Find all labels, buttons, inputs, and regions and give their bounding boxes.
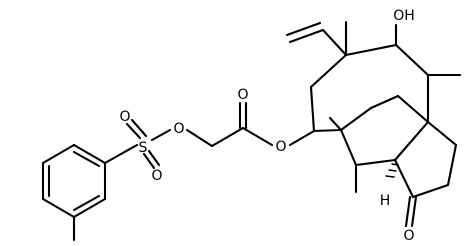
hydroxyl-label: OH — [393, 8, 415, 24]
ester-link-oxygen: O — [173, 121, 184, 137]
sulfonyl-double-bond — [125, 122, 142, 140]
aromatic-inner-bond — [72, 150, 101, 168]
bond — [426, 120, 458, 147]
sulfonyl-oxygen-top: O — [119, 109, 130, 125]
vinyl-double-bond — [288, 28, 325, 44]
bond — [41, 197, 76, 219]
cyclooctane-ring — [309, 43, 430, 133]
hashed-bond-hydrogen — [385, 163, 399, 178]
bond — [72, 143, 107, 165]
bond — [393, 120, 430, 162]
bond — [344, 43, 398, 57]
hash-stroke — [391, 163, 399, 166]
bond — [339, 128, 358, 167]
bond — [354, 158, 397, 167]
bond — [394, 43, 430, 77]
methylene-carbonyl-bond — [210, 126, 245, 148]
vinyl-double-bond — [285, 21, 322, 37]
sulfonyl-double-bond — [147, 149, 161, 167]
bond — [41, 143, 76, 165]
ketone-double-bond — [410, 195, 418, 228]
aromatic-inner-bond — [72, 194, 101, 212]
bond — [393, 158, 415, 199]
benzene-ring — [41, 143, 107, 219]
ester-oxygen-ring: O — [275, 139, 286, 155]
sulfonyl-oxygen-bottom: O — [151, 168, 162, 184]
bond — [411, 183, 450, 199]
sulfur-label: S — [139, 140, 148, 156]
hash-stroke — [388, 169, 397, 172]
bond — [72, 197, 107, 219]
hash-stroke — [385, 175, 395, 178]
bond — [309, 85, 316, 133]
ring-fusion-hydrogen: H — [380, 193, 391, 209]
carbonyl-oxygen-ester: O — [237, 87, 248, 103]
ketone-oxygen: O — [403, 228, 414, 244]
methyl-bond — [328, 116, 343, 132]
cyclopentanone-ring — [393, 120, 458, 199]
aryl-sulfur-bond — [103, 143, 139, 165]
cyclohexane-ring — [339, 94, 430, 167]
sulfur-oxygen-bond — [150, 128, 172, 142]
sulfonyl-double-bond — [130, 118, 148, 138]
bond — [339, 106, 373, 132]
oxygen-methylene-bond — [185, 128, 214, 148]
vinyl-bond — [321, 28, 348, 57]
bond — [309, 53, 348, 89]
bond — [446, 143, 458, 187]
sulfonyl-double-bond — [142, 152, 156, 170]
bond — [369, 94, 400, 110]
ring-oxygen-bond — [288, 129, 316, 147]
ketone-double-bond — [404, 195, 412, 228]
bond — [312, 128, 343, 133]
ester-bond — [241, 126, 274, 147]
bond — [396, 94, 430, 124]
